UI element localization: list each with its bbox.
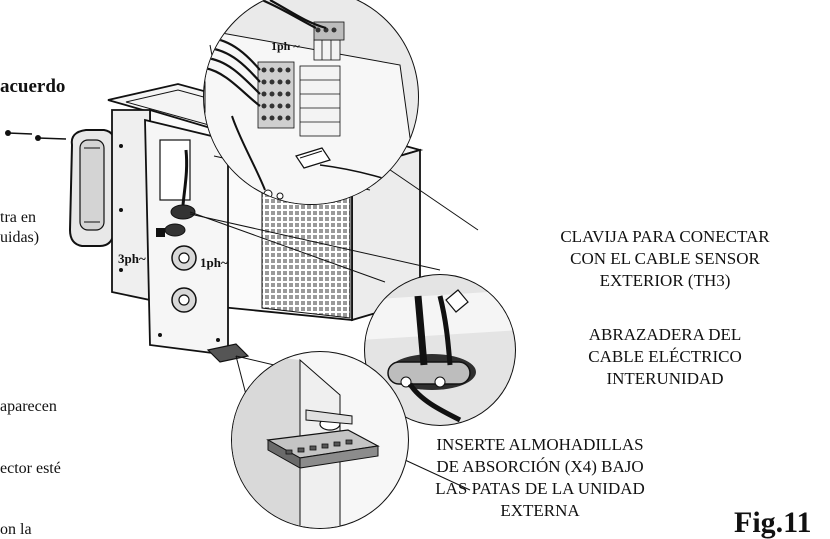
removed-cover-panel [68,129,116,247]
text-fragment: uidas) [0,229,40,246]
text-fragment: aparecen [0,398,57,415]
callout-line: CON EL CABLE SENSOR [570,249,760,268]
callout-line: DE ABSORCIÓN (X4) BAJO [436,457,644,476]
text-fragment: tra en [0,209,36,226]
callout-line: LAS PATAS DE LA UNIDAD [435,479,645,498]
callout-line: EXTERNA [500,501,580,520]
single-phase-label: 1ph~ [200,255,228,270]
three-phase-label: 3ph~ [118,251,146,266]
absorption-pad-magnifier [231,351,409,529]
callout-line: INTERUNIDAD [606,369,724,388]
screws [5,130,67,141]
callout-line: CLAVIJA PARA CONECTAR [560,227,770,246]
cable-clamp-callout: ABRAZADERA DEL CABLE ELÉCTRICO INTERUNID… [500,324,830,390]
text-fragment: ector esté [0,460,61,477]
sensor-plug-callout: CLAVIJA PARA CONECTAR CON EL CABLE SENSO… [500,226,830,292]
single-phase-label-top: 1ph ~ [271,39,300,53]
heading-fragment: acuerdo [0,76,66,97]
callout-line: INSERTE ALMOHADILLAS [436,435,644,454]
figure-label: Fig.11 [734,506,812,539]
callout-line: EXTERIOR (TH3) [599,271,731,290]
callout-line: ABRAZADERA DEL [588,325,742,344]
text-fragment: on la [0,521,32,538]
absorption-pads-callout: INSERTE ALMOHADILLAS DE ABSORCIÓN (X4) B… [405,434,675,522]
callout-line: CABLE ELÉCTRICO [588,347,742,366]
terminal-block-magnifier [203,0,419,205]
